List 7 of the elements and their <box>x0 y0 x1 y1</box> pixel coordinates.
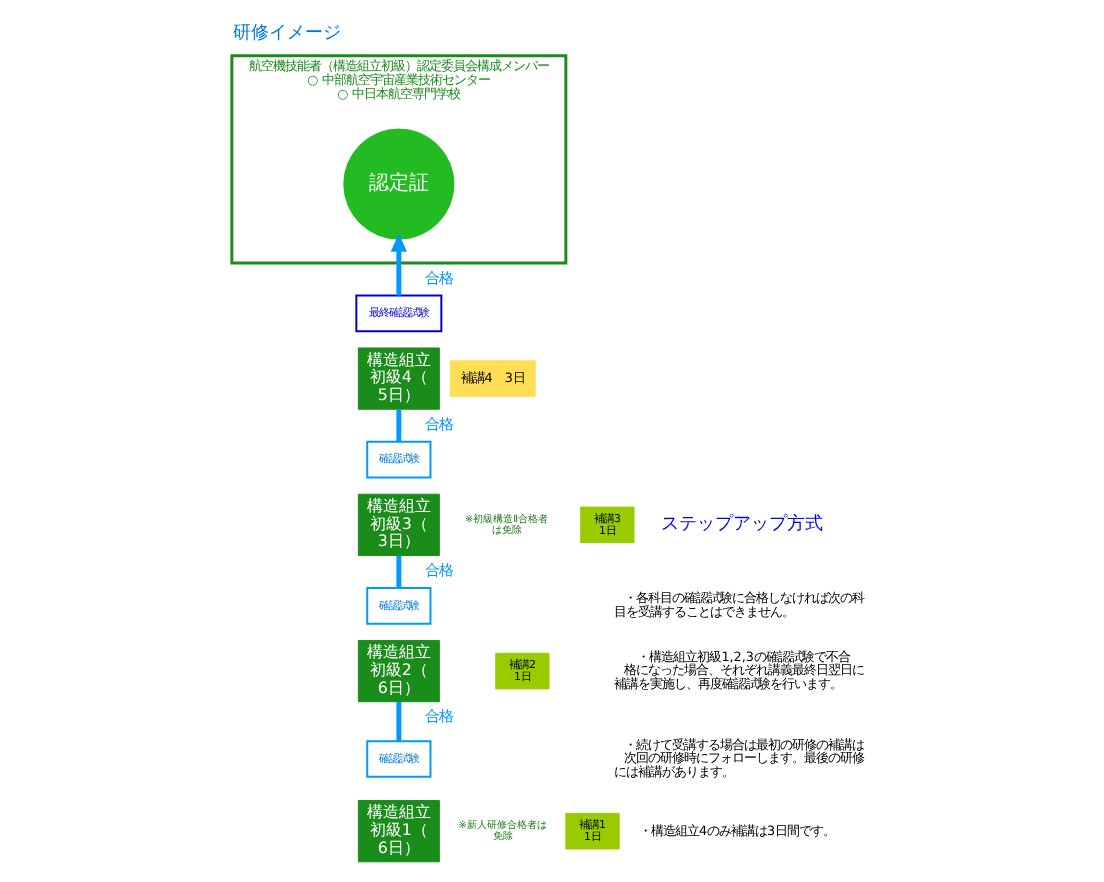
label: ステップアップ方式 <box>659 515 822 536</box>
node-circle: 認定証 <box>342 128 454 240</box>
connector <box>395 555 401 588</box>
connector <box>395 701 401 742</box>
connector <box>395 409 401 442</box>
diagram-title: 研修イメージ <box>231 24 340 45</box>
arrow <box>389 233 406 296</box>
